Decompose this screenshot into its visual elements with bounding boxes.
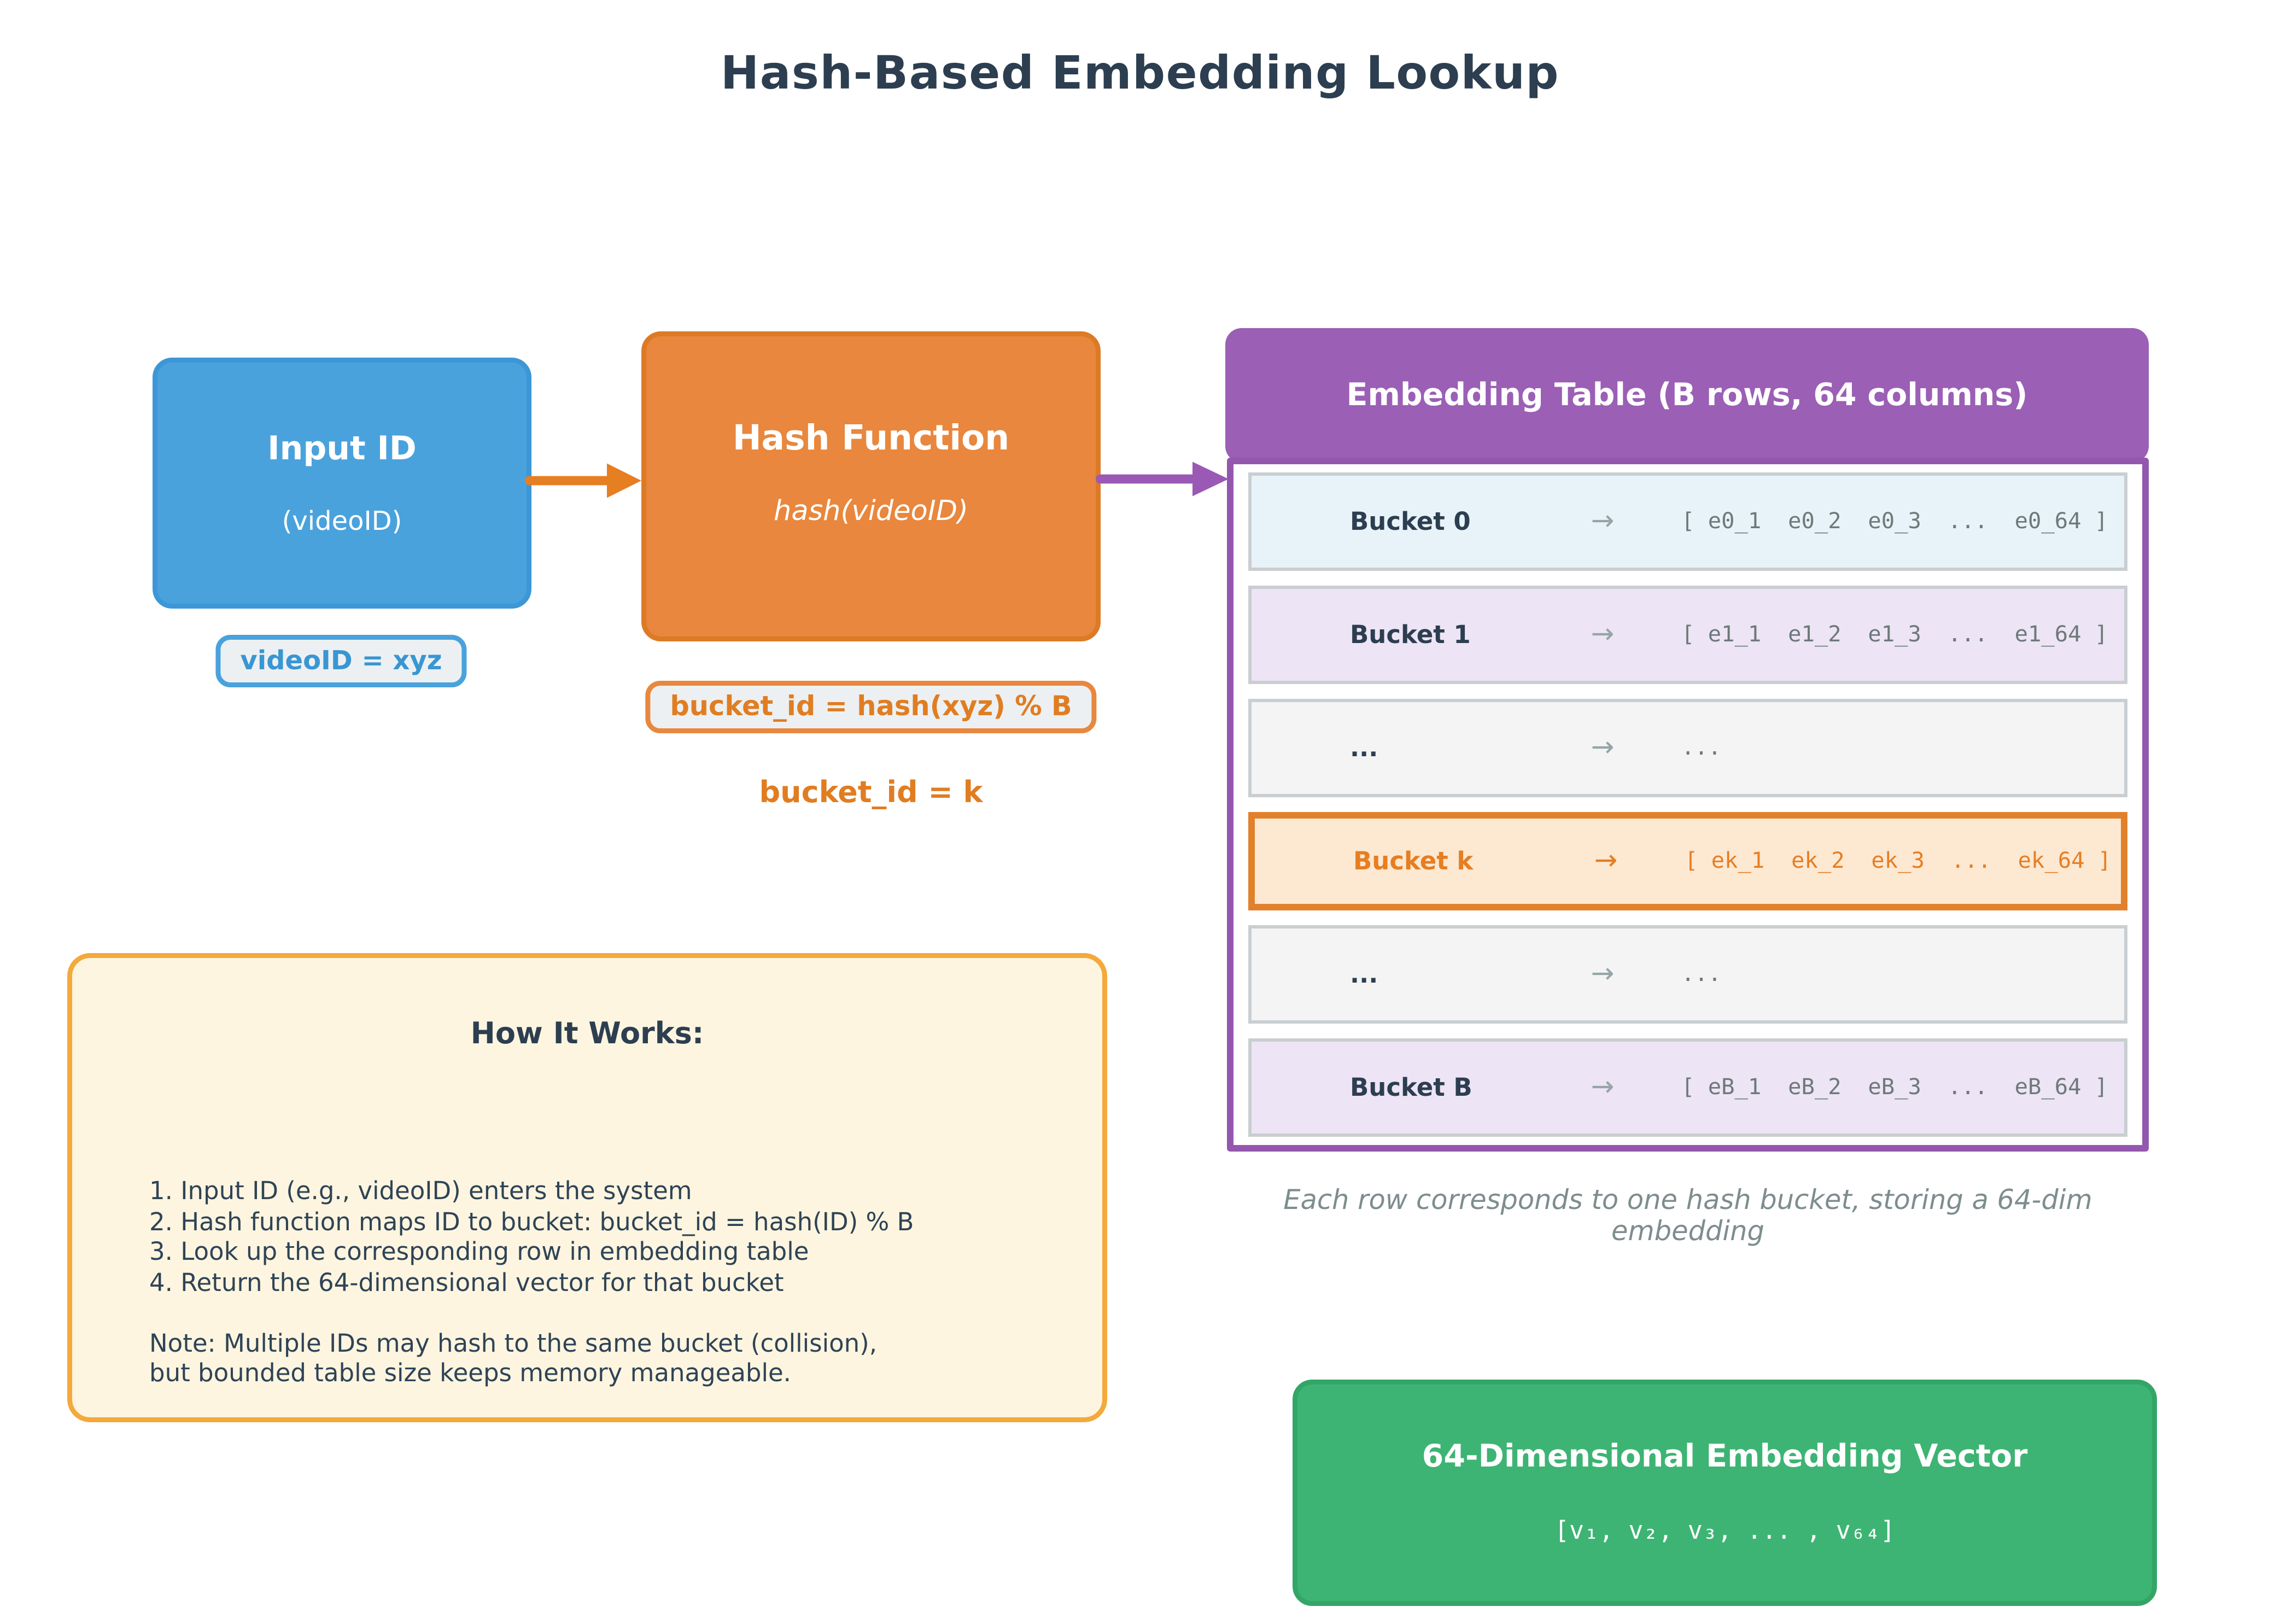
bucket-label: ... bbox=[1350, 960, 1378, 989]
collision-note: Note: Multiple IDs may hash to the same … bbox=[149, 1328, 878, 1388]
bucket-vector: [ e0_1 e0_2 e0_3 ... e0_64 ] bbox=[1681, 509, 2108, 535]
table-row-bucket-0: Bucket 0 → [ e0_1 e0_2 e0_3 ... e0_64 ] bbox=[1248, 472, 2127, 571]
table-caption: Each row corresponds to one hash bucket,… bbox=[1283, 1184, 2092, 1247]
bucket-label: ... bbox=[1350, 733, 1378, 763]
input-id-subtitle: (videoID) bbox=[282, 505, 402, 536]
bucket-vector: ... bbox=[1681, 735, 1722, 761]
how-it-works-box: How It Works: 1. Input ID (e.g., videoID… bbox=[67, 953, 1107, 1422]
bucket-vector: [ e1_1 e1_2 e1_3 ... e1_64 ] bbox=[1681, 622, 2108, 648]
bucket-label: Bucket k bbox=[1353, 846, 1474, 876]
right-arrow-glyph: → bbox=[1591, 505, 1615, 538]
hash-function-box: Hash Function hash(videoID) bbox=[641, 331, 1101, 641]
page-title: Hash-Based Embedding Lookup bbox=[720, 46, 1560, 100]
input-id-box: Input ID (videoID) bbox=[153, 358, 531, 609]
table-row-ellipsis: ... → ... bbox=[1248, 925, 2127, 1024]
videoid-chip: videoID = xyz bbox=[215, 635, 467, 687]
arrow-input-to-hash-icon bbox=[525, 463, 641, 498]
hash-function-subtitle: hash(videoID) bbox=[774, 495, 968, 528]
embedding-table-header: Embedding Table (B rows, 64 columns) bbox=[1225, 328, 2149, 463]
step-1: 1. Input ID (e.g., videoID) enters the s… bbox=[149, 1176, 692, 1206]
bucket-label: Bucket 1 bbox=[1350, 620, 1471, 650]
embedding-table: Bucket 0 → [ e0_1 e0_2 e0_3 ... e0_64 ] … bbox=[1227, 458, 2149, 1152]
output-vector-values: [v₁, v₂, v₃, ... , v₆₄] bbox=[1554, 1516, 1896, 1545]
right-arrow-glyph: → bbox=[1594, 845, 1618, 878]
right-arrow-glyph: → bbox=[1591, 618, 1615, 651]
input-id-title: Input ID bbox=[267, 428, 417, 468]
bucket-vector: ... bbox=[1681, 961, 1722, 988]
step-2: 2. Hash function maps ID to bucket: buck… bbox=[149, 1206, 914, 1236]
step-4: 4. Return the 64-dimensional vector for … bbox=[149, 1267, 784, 1297]
output-vector-title: 64-Dimensional Embedding Vector bbox=[1422, 1439, 2028, 1475]
bucket-label: Bucket B bbox=[1350, 1073, 1472, 1102]
arrow-hash-to-table-icon bbox=[1096, 462, 1229, 496]
embedding-table-title: Embedding Table (B rows, 64 columns) bbox=[1346, 377, 2028, 413]
bucket-vector: [ ek_1 ek_2 ek_3 ... ek_64 ] bbox=[1685, 848, 2112, 874]
output-vector-box: 64-Dimensional Embedding Vector [v₁, v₂,… bbox=[1293, 1380, 2157, 1606]
how-it-works-title: How It Works: bbox=[470, 1017, 704, 1051]
table-row-ellipsis: ... → ... bbox=[1248, 699, 2127, 797]
right-arrow-glyph: → bbox=[1591, 958, 1615, 991]
bucket-id-result-label: bucket_id = k bbox=[759, 776, 983, 810]
table-row-bucket-k-highlighted: Bucket k → [ ek_1 ek_2 ek_3 ... ek_64 ] bbox=[1248, 812, 2127, 910]
table-row-bucket-1: Bucket 1 → [ e1_1 e1_2 e1_3 ... e1_64 ] bbox=[1248, 586, 2127, 684]
hash-function-title: Hash Function bbox=[732, 418, 1010, 458]
bucket-label: Bucket 0 bbox=[1350, 507, 1471, 536]
step-3: 3. Look up the corresponding row in embe… bbox=[149, 1237, 809, 1266]
right-arrow-glyph: → bbox=[1591, 1071, 1615, 1104]
table-row-bucket-B: Bucket B → [ eB_1 eB_2 eB_3 ... eB_64 ] bbox=[1248, 1038, 2127, 1137]
bucket-id-formula-chip: bucket_id = hash(xyz) % B bbox=[645, 681, 1097, 733]
bucket-vector: [ eB_1 eB_2 eB_3 ... eB_64 ] bbox=[1681, 1074, 2108, 1101]
right-arrow-glyph: → bbox=[1591, 732, 1615, 764]
how-it-works-steps: 1. Input ID (e.g., videoID) enters the s… bbox=[149, 1176, 1069, 1389]
